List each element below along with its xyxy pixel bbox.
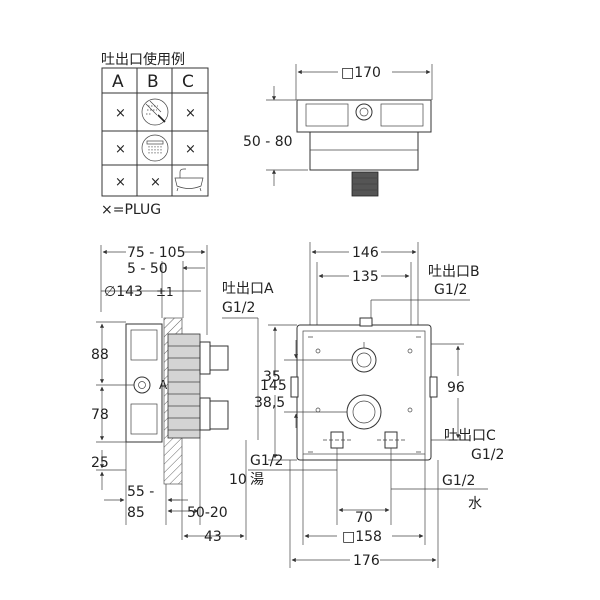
hand-shower-icon [141,98,169,126]
legend-r2-c: × [185,142,196,157]
front-height-145: 145 [260,378,287,394]
cold-thread: G1/2 [442,473,475,489]
legend-r1-c: × [185,106,196,121]
side-lower-valve [209,400,229,430]
side-upper-label: 88 [91,347,109,363]
overhead-shower-icon [141,134,169,162]
outlet-a-name: 吐出口A [222,281,274,297]
side-depth-label: 43 [204,529,222,545]
top-body [309,131,419,171]
outlet-c-thread: G1/2 [471,447,504,463]
front-spacing-70: 70 [355,510,373,526]
side-body [167,333,201,439]
top-view: □170 50 - 80 [243,64,433,197]
hot-thread: G1/2 [250,453,283,469]
outlet-c-name: 吐出口C [444,428,496,444]
front-height-96: 96 [447,380,465,396]
side-lower-label: 78 [91,407,109,423]
legend-frame [101,67,209,197]
side-valve-label: 55 - [127,484,154,500]
legend-col-b: B [147,72,159,92]
front-diverter [351,347,377,373]
front-width-135: 135 [352,269,379,285]
legend-footnote: ×=PLUG [101,202,161,218]
legend-r3-b: × [150,175,161,190]
outlet-usage-legend: 吐出口使用例 A B C × × × × × × [101,51,209,218]
legend-r3-a: × [115,175,126,190]
side-plaster-label: 5 - 50 [127,261,168,277]
side-pipe-tolerance: ±1 [156,285,174,299]
cold-label: 水 [468,496,482,512]
side-overall-label: 75 - 105 [127,245,186,261]
side-body-label: 50-20 [187,505,228,521]
front-outlet-b-port [359,317,373,327]
legend-title: 吐出口使用例 [101,51,185,68]
legend-r2-a: × [115,142,126,157]
front-width-146: 146 [352,245,379,261]
legend-r1-a: × [115,106,126,121]
side-upper-valve [209,345,229,371]
front-overall-176: 176 [353,553,380,569]
outlet-a-thread: G1/2 [222,300,255,316]
front-thermostat [346,394,382,430]
legend-col-c: C [182,72,194,92]
side-marker-letter: A [159,378,168,392]
hot-size: 10 [229,472,247,488]
front-outlet-a-port [290,376,299,398]
front-view: 146 135 吐出口B G1/2 吐出口A G1/2 [222,242,504,569]
front-square-158: □158 [342,529,382,545]
outlet-b-name: 吐出口B [428,264,480,280]
legend-col-a: A [112,72,124,92]
side-view: 75 - 105 5 - 50 ∅143 ±1 A [91,245,247,545]
front-outlet-c-port [429,376,438,398]
top-width-label: □170 [341,65,381,81]
side-pipe-label: ∅143 [104,284,143,300]
bathtub-icon [174,168,204,192]
hot-label: 湯 [250,471,264,488]
front-offset-385: 38,5 [254,395,285,411]
side-bottom-label: 25 [91,455,109,471]
side-valve-label-2: 85 [127,505,145,521]
top-depth-label: 50 - 80 [243,134,293,150]
front-offset-35: 35 [263,369,281,385]
outlet-b-thread: G1/2 [434,282,467,298]
